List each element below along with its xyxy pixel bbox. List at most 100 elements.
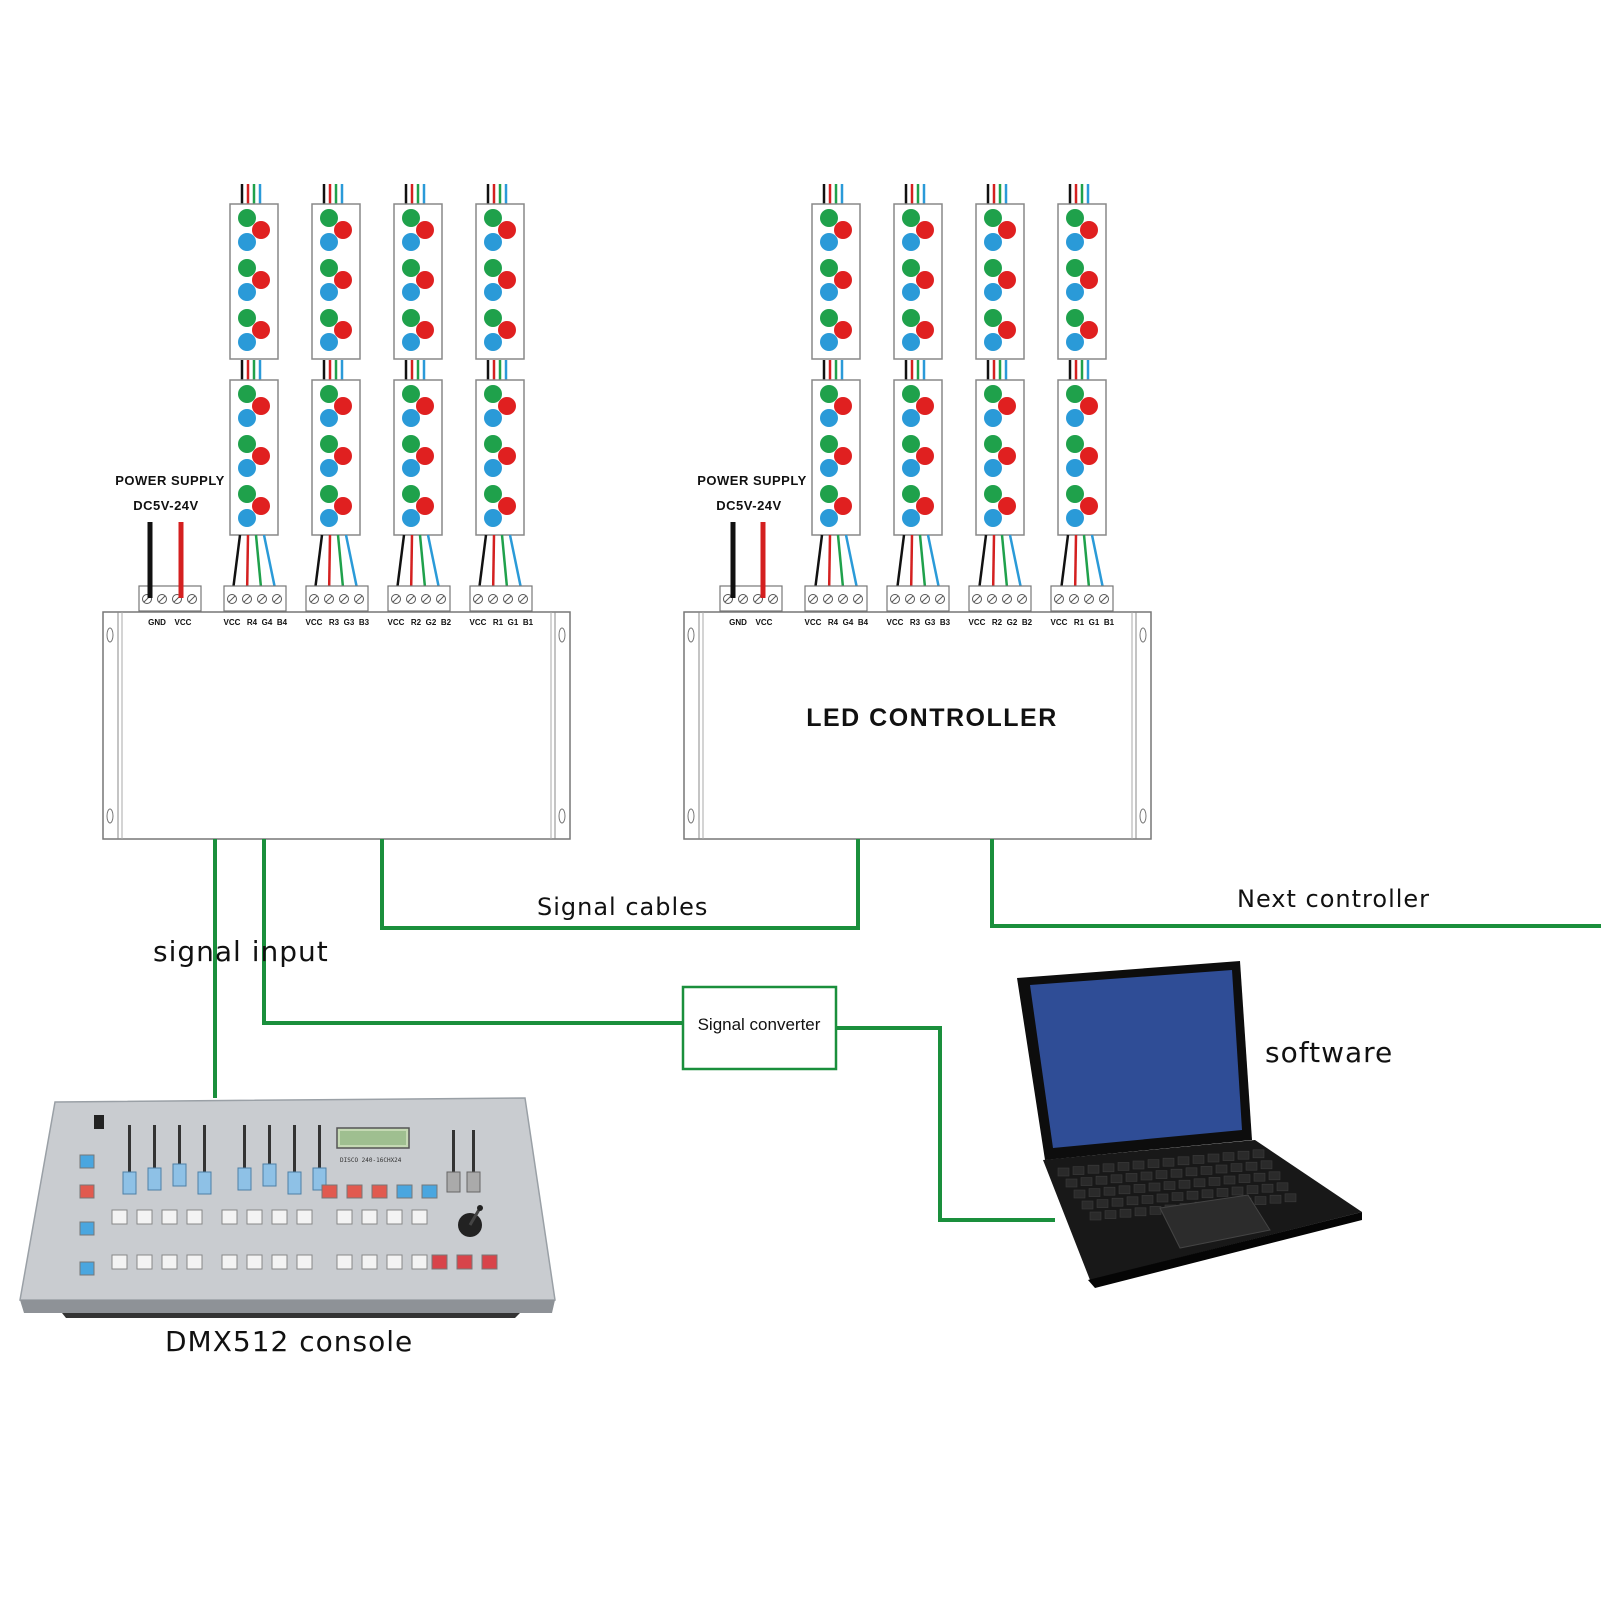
controller-title: LED CONTROLLER [806, 704, 1058, 732]
terminal-label: R1 [493, 618, 504, 627]
led-red [498, 221, 516, 239]
terminal-label: B1 [1104, 618, 1115, 627]
led-blue [484, 409, 502, 427]
led-red [916, 397, 934, 415]
software-label: software [1265, 1036, 1393, 1069]
led-red [252, 447, 270, 465]
led-blue [902, 283, 920, 301]
led-blue [820, 409, 838, 427]
led-green [902, 435, 920, 453]
led-blue [1066, 409, 1084, 427]
led-red [916, 321, 934, 339]
led-red [916, 271, 934, 289]
power-supply-left: POWER SUPPLY DC5V-24V [115, 473, 224, 598]
led-blue [820, 233, 838, 251]
led-green [1066, 485, 1084, 503]
led-red [498, 447, 516, 465]
terminal-label: G3 [344, 618, 355, 627]
console-fader [147, 1167, 162, 1191]
led-red [916, 221, 934, 239]
led-green [820, 309, 838, 327]
led-green [902, 385, 920, 403]
power-supply-voltage: DC5V-24V [716, 498, 781, 513]
led-blue [1066, 233, 1084, 251]
led-red [498, 271, 516, 289]
led-red [252, 497, 270, 515]
led-red [334, 397, 352, 415]
terminal-label: VCC [224, 618, 241, 627]
led-blue [902, 509, 920, 527]
terminal-label: VCC [470, 618, 487, 627]
led-green [238, 485, 256, 503]
dmx-console-icon: DISCO 240-16CHX24 [19, 1097, 556, 1318]
led-blue [484, 333, 502, 351]
led-green [402, 259, 420, 277]
terminal-label: G2 [1007, 618, 1018, 627]
cable-between-controllers [380, 839, 860, 930]
led-green [484, 259, 502, 277]
led-red [416, 321, 434, 339]
led-green [1066, 435, 1084, 453]
led-red [834, 221, 852, 239]
led-blue [402, 283, 420, 301]
led-red [416, 397, 434, 415]
terminal-label: R3 [329, 618, 340, 627]
led-green [402, 309, 420, 327]
console-fader [237, 1167, 252, 1191]
terminal-label: R2 [992, 618, 1003, 627]
console-red-button [481, 1254, 498, 1270]
power-supply-label: POWER SUPPLY [697, 473, 807, 488]
led-red [998, 221, 1016, 239]
led-green [1066, 259, 1084, 277]
signal-cables [213, 839, 1601, 1222]
terminal-label: GND [729, 618, 747, 627]
led-blue [402, 509, 420, 527]
terminal-label: GND [148, 618, 166, 627]
led-red [1080, 221, 1098, 239]
cable-next-controller [990, 839, 1601, 928]
cable-to-laptop [836, 1026, 1055, 1222]
led-green [1066, 209, 1084, 227]
terminal-label: B1 [523, 618, 534, 627]
led-green [238, 435, 256, 453]
terminal-label: B2 [1022, 618, 1033, 627]
console-button [161, 1254, 178, 1270]
terminal-label: VCC [388, 618, 405, 627]
led-red [998, 397, 1016, 415]
next-controller-label: Next controller [1237, 885, 1430, 913]
console-fader [197, 1171, 212, 1195]
terminal-label: G4 [843, 618, 854, 627]
power-supply-right: POWER SUPPLY DC5V-24V [697, 473, 807, 598]
led-green [902, 259, 920, 277]
led-green [238, 209, 256, 227]
console-button [271, 1209, 288, 1225]
cable-to-converter [262, 839, 683, 1025]
console-button [186, 1254, 203, 1270]
terminal-label: VCC [887, 618, 904, 627]
led-red [334, 221, 352, 239]
led-blue [238, 283, 256, 301]
console-button [361, 1254, 378, 1270]
console-button [111, 1254, 128, 1270]
led-blue [902, 233, 920, 251]
led-red [834, 271, 852, 289]
terminal-label: B3 [940, 618, 951, 627]
led-red [334, 497, 352, 515]
console-button [186, 1209, 203, 1225]
led-green [484, 385, 502, 403]
terminal-label: R1 [1074, 618, 1085, 627]
led-blue [984, 409, 1002, 427]
led-green [320, 259, 338, 277]
led-green [320, 385, 338, 403]
led-red [834, 397, 852, 415]
led-green [238, 385, 256, 403]
console-lcd-text: DISCO 240-16CHX24 [340, 1157, 402, 1164]
signal-converter: Signal converter [681, 985, 838, 1071]
led-red [498, 397, 516, 415]
led-green [238, 309, 256, 327]
led-green [984, 485, 1002, 503]
led-green [238, 259, 256, 277]
led-green [902, 485, 920, 503]
